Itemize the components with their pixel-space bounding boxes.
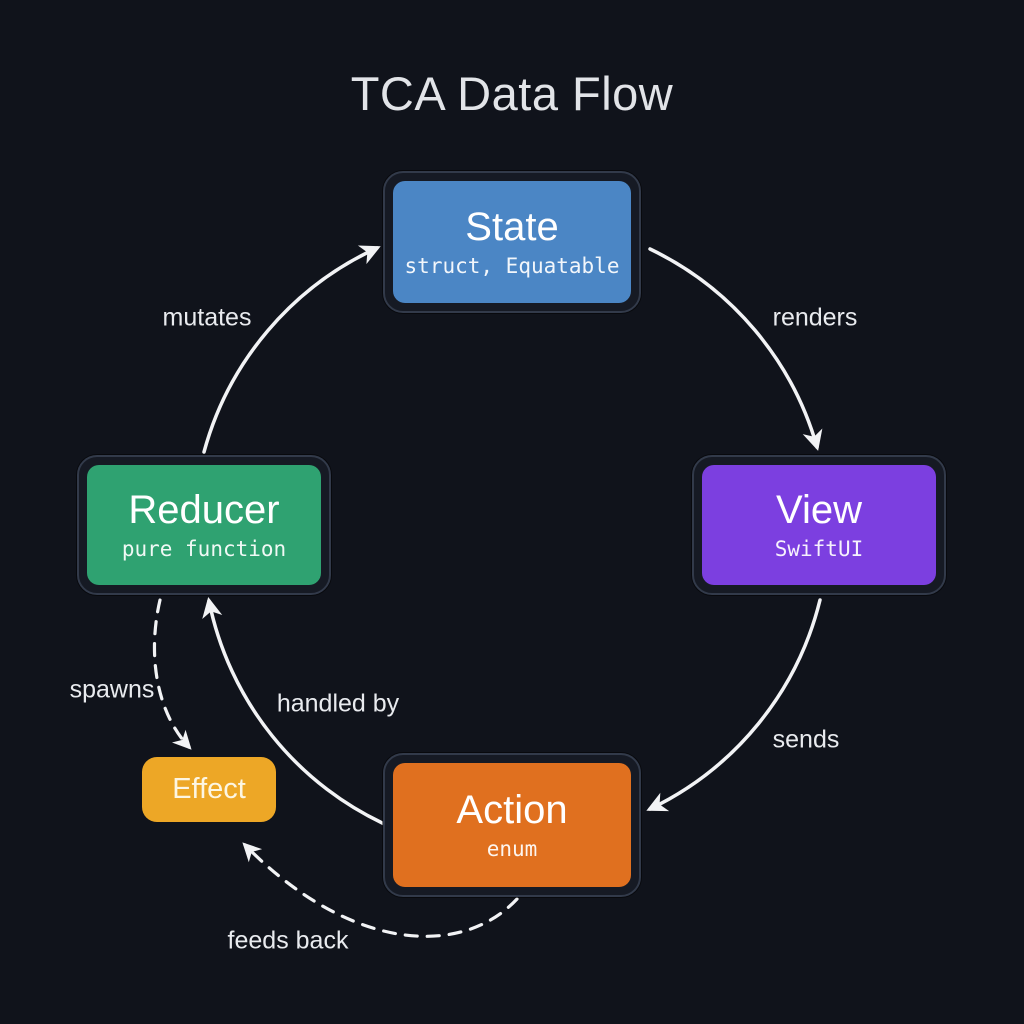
- edge-sends-arrow: [646, 598, 822, 812]
- node-action-body: Action enum: [393, 763, 631, 887]
- edge-renders-arrow: [648, 247, 823, 451]
- node-view: View SwiftUI: [692, 455, 946, 595]
- node-view-body: View SwiftUI: [702, 465, 936, 585]
- node-reducer: Reducer pure function: [77, 455, 331, 595]
- node-view-label: View: [776, 488, 862, 532]
- edge-mutates-arrow: [202, 245, 381, 454]
- node-effect-label: Effect: [172, 773, 246, 805]
- edge-label-feeds-back: feeds back: [227, 926, 349, 955]
- node-action: Action enum: [383, 753, 641, 897]
- node-view-sublabel: SwiftUI: [774, 537, 864, 561]
- node-effect: Effect: [142, 757, 276, 822]
- node-reducer-label: Reducer: [128, 488, 280, 532]
- edge-label-handled-by: handled by: [276, 689, 400, 718]
- node-reducer-sublabel: pure function: [121, 537, 287, 561]
- edge-spawns-arrow: [152, 598, 192, 750]
- node-action-sublabel: enum: [486, 837, 538, 861]
- node-state-sublabel: struct, Equatable: [404, 254, 620, 278]
- diagram-title: TCA Data Flow: [350, 67, 674, 120]
- edge-handled-by-arrow: [202, 596, 393, 829]
- edge-label-renders: renders: [772, 303, 858, 332]
- edge-feeds-back-arrow: [242, 842, 519, 938]
- node-state-body: State struct, Equatable: [393, 181, 631, 303]
- node-state-label: State: [465, 205, 559, 249]
- edge-label-spawns: spawns: [69, 675, 155, 704]
- node-state: State struct, Equatable: [383, 171, 641, 313]
- node-action-label: Action: [456, 788, 568, 832]
- edge-label-sends: sends: [772, 725, 840, 754]
- node-reducer-body: Reducer pure function: [87, 465, 321, 585]
- edge-label-mutates: mutates: [162, 303, 252, 332]
